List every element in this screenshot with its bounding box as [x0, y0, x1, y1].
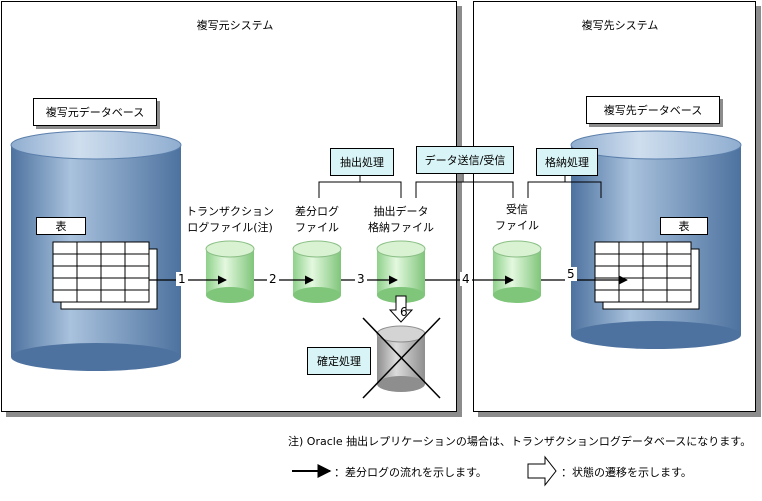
- diff-log-file-cylinder: [292, 240, 342, 303]
- receive-label-line2: ファイル: [495, 219, 539, 232]
- process-brackets: [318, 172, 602, 198]
- extract-data-label-line2: 格納ファイル: [368, 221, 434, 234]
- target-system-title: 複写先システム: [581, 19, 659, 32]
- extract-process-box: 抽出処理: [330, 148, 394, 176]
- step-1: 1: [176, 272, 188, 286]
- step-3: 3: [355, 272, 367, 286]
- transaction-log-label-line1: トランザクション: [186, 205, 274, 218]
- diff-log-label-line2: ファイル: [295, 221, 339, 234]
- target-table-grid: [594, 241, 700, 310]
- step-2: 2: [267, 272, 279, 286]
- target-database-label: 複写先データベース: [586, 96, 720, 124]
- source-table-title: 表: [36, 217, 86, 235]
- transition-arrow-6: [388, 295, 414, 323]
- extract-data-label-line1: 抽出データ: [373, 205, 429, 218]
- store-process-box: 格納処理: [536, 148, 598, 176]
- source-table-grid: [52, 241, 158, 310]
- legend-transition-text: ：状態の遷移を示します。: [561, 466, 692, 479]
- source-database-label: 複写元データベース: [33, 98, 157, 126]
- receive-file-cylinder: [492, 240, 542, 303]
- diff-log-label: 差分ログ ファイル: [262, 204, 372, 236]
- extract-data-file-cylinder: [376, 240, 426, 303]
- step-4: 4: [460, 272, 472, 286]
- extract-data-label: 抽出データ 格納ファイル: [346, 204, 456, 236]
- source-system-title: 複写元システム: [196, 19, 274, 32]
- receive-label-line1: 受信: [506, 203, 528, 216]
- diff-log-label-line1: 差分ログ: [295, 205, 339, 218]
- legend-transition-arrow: [527, 455, 557, 487]
- transaction-log-label-line2: ログファイル(注): [187, 221, 273, 234]
- transfer-process-box: データ送信/受信: [416, 146, 514, 174]
- legend-flow-text: ：差分ログの流れを示します。: [334, 466, 487, 479]
- transaction-log-file-cylinder: [205, 240, 255, 303]
- confirm-process-box: 確定処理: [307, 347, 371, 375]
- receive-label: 受信 ファイル: [462, 202, 572, 234]
- step-5: 5: [565, 267, 577, 281]
- confirmed-file-cylinder: [362, 317, 441, 399]
- transaction-log-label: トランザクション ログファイル(注): [175, 204, 285, 236]
- step-6: 6: [400, 305, 408, 319]
- footnote: 注) Oracle 抽出レプリケーションの場合は、トランザクションログデータベー…: [288, 435, 752, 448]
- target-table-title: 表: [660, 217, 708, 235]
